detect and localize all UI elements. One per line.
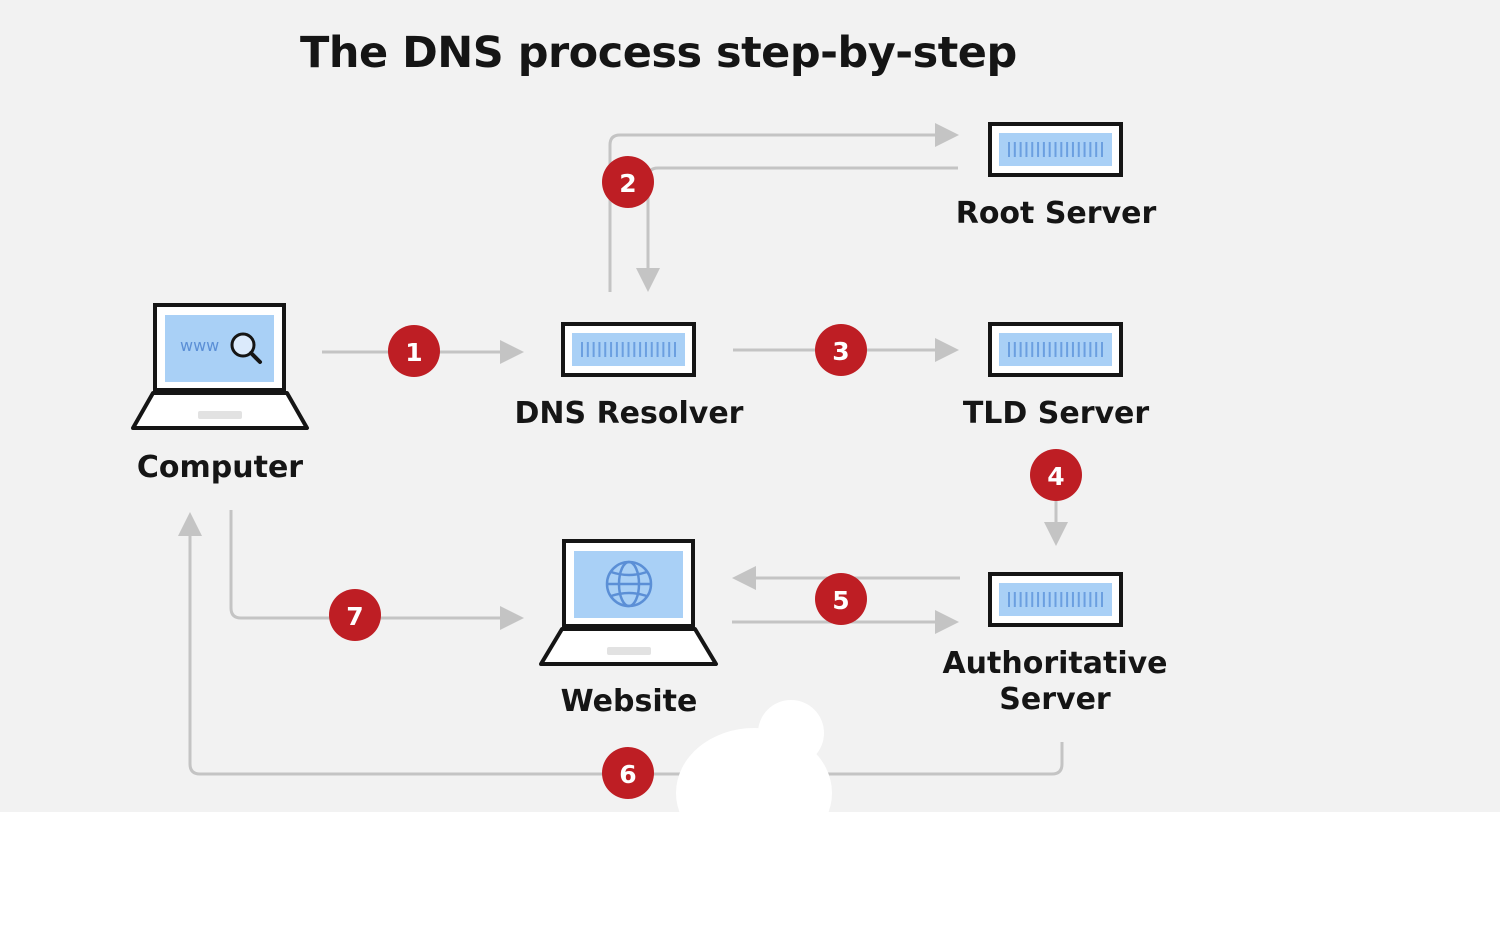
tld-server-icon bbox=[988, 322, 1123, 377]
arrow-step-2-out bbox=[608, 133, 935, 292]
authoritative-server-label: Authoritative Server bbox=[920, 646, 1190, 718]
svg-text:7: 7 bbox=[346, 602, 363, 631]
computer-label: Computer bbox=[136, 450, 304, 485]
occlusion-blob bbox=[758, 700, 824, 766]
arrow-step-5-in-head bbox=[732, 566, 756, 590]
svg-text:1: 1 bbox=[405, 338, 422, 367]
arrow-step-2-back bbox=[646, 166, 958, 268]
arrow-step-2-out-head bbox=[935, 123, 959, 147]
www-text: www bbox=[180, 336, 219, 355]
arrow-step-4-head bbox=[1044, 522, 1068, 546]
step-1-badge: 1 bbox=[388, 325, 440, 377]
dns-flow-diagram: www bbox=[131, 122, 1123, 799]
arrow-step-1-head bbox=[500, 340, 524, 364]
arrow-step-6-head bbox=[178, 512, 202, 536]
tld-server-label: TLD Server bbox=[962, 396, 1150, 431]
svg-text:2: 2 bbox=[619, 169, 636, 198]
svg-text:4: 4 bbox=[1047, 462, 1064, 491]
diagram-canvas: The DNS process step-by-step bbox=[0, 0, 1500, 812]
step-5-badge: 5 bbox=[815, 573, 867, 625]
dns-resolver-icon bbox=[561, 322, 696, 377]
svg-text:3: 3 bbox=[832, 337, 849, 366]
arrow-step-7 bbox=[229, 510, 500, 620]
step-3-badge: 3 bbox=[815, 324, 867, 376]
root-server-label: Root Server bbox=[955, 196, 1157, 231]
arrow-step-3-head bbox=[935, 338, 959, 362]
globe-icon bbox=[605, 560, 653, 608]
step-4-badge: 4 bbox=[1030, 449, 1082, 501]
step-7-badge: 7 bbox=[329, 589, 381, 641]
authoritative-label-line-1: Authoritative bbox=[942, 646, 1168, 681]
step-badges: 1 2 3 4 5 6 7 bbox=[329, 156, 1082, 799]
magnifier-icon bbox=[230, 332, 256, 358]
step-2-badge: 2 bbox=[602, 156, 654, 208]
root-server-icon bbox=[988, 122, 1123, 177]
website-laptop-icon bbox=[539, 539, 718, 666]
arrow-step-2-back-head bbox=[636, 268, 660, 292]
step-6-badge: 6 bbox=[602, 747, 654, 799]
website-label: Website bbox=[560, 684, 698, 719]
computer-laptop-icon: www bbox=[131, 303, 309, 430]
svg-text:6: 6 bbox=[619, 760, 636, 789]
diagram-title: The DNS process step-by-step bbox=[300, 28, 1017, 78]
arrow-step-7-head bbox=[500, 606, 524, 630]
svg-text:5: 5 bbox=[832, 586, 849, 615]
dns-resolver-label: DNS Resolver bbox=[514, 396, 744, 431]
authoritative-server-icon bbox=[988, 572, 1123, 627]
arrow-step-5-out-head bbox=[935, 610, 959, 634]
authoritative-label-line-2: Server bbox=[999, 682, 1111, 717]
